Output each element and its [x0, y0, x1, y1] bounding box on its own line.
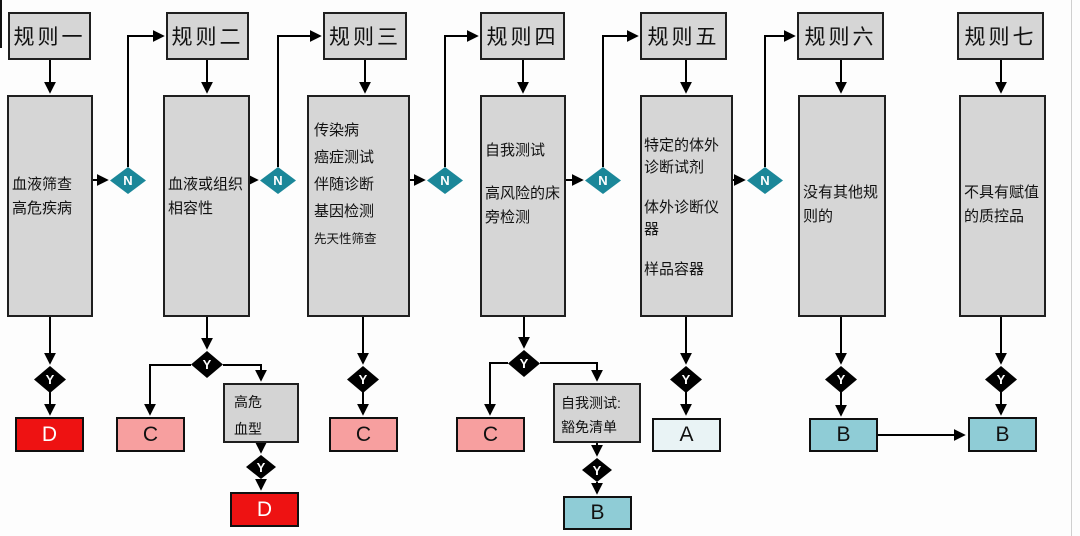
rule5-criteria-line: 体外诊断仪器 — [644, 199, 720, 238]
rule5-criteria-line: 特定的体外诊断试剂 — [644, 137, 720, 176]
rule4-no-diamond: N — [585, 167, 621, 194]
rule2-criteria-line: 相容性 — [168, 200, 214, 217]
rule1-criteria-line: 血液筛查 — [12, 176, 73, 193]
rule3-header: 规则三 — [323, 12, 407, 60]
rule7-criteria-box: 不具有赋值的质控品 — [959, 95, 1046, 317]
rule7-yes-diamond: Y — [985, 366, 1017, 393]
rule5-header: 规则五 — [640, 12, 727, 60]
rule4-subcondition-line: 豁免清单 — [561, 419, 617, 435]
rule2-criteria-line: 血液或组织 — [168, 176, 244, 193]
rule3-result-class-c: C — [329, 417, 398, 452]
rule6-criteria-line: 没有其他规则的 — [803, 184, 879, 225]
rule3-yes-diamond: Y — [347, 366, 379, 393]
rule3-criteria-line: 先天性筛查 — [314, 232, 377, 246]
rule2-subcondition-box: 高危 血型 — [223, 383, 299, 443]
rule6-header: 规则六 — [797, 12, 884, 60]
rule5-yes-diamond: Y — [670, 366, 702, 393]
rule4-criteria-line: 自我测试 — [485, 142, 546, 159]
rule1-criteria-box: 血液筛查 高危疾病 — [7, 95, 93, 317]
rule3-criteria-box: 传染病 癌症测试 伴随诊断 基因检测 先天性筛查 — [307, 95, 410, 317]
frame-edge-right — [1071, 0, 1072, 536]
rule5-no-diamond: N — [747, 167, 783, 194]
rule6-criteria-box: 没有其他规则的 — [798, 95, 886, 317]
rule1-criteria-line: 高危疾病 — [12, 200, 73, 217]
rule4-yes-diamond: Y — [508, 350, 540, 377]
rule4-criteria-line: 高风险的床旁检测 — [485, 185, 561, 226]
frame-edge-left — [0, 0, 2, 48]
rule4-sub-result-class-b: B — [563, 496, 632, 530]
rule2-result-class-c: C — [116, 417, 185, 452]
rule1-header: 规则一 — [8, 12, 91, 60]
rule4-subcondition-line: 自我测试: — [561, 395, 621, 411]
rule2-no-diamond: N — [260, 167, 296, 194]
rule6-result-class-b: B — [809, 418, 878, 452]
rule7-criteria-line: 不具有赋值的质控品 — [964, 184, 1040, 225]
rule1-no-diamond: N — [110, 167, 146, 194]
rule2-header: 规则二 — [166, 12, 249, 60]
rule1-yes-diamond: Y — [34, 366, 66, 393]
rule6-yes-diamond: Y — [825, 366, 857, 393]
rule2-subcondition-line: 血型 — [234, 421, 262, 437]
rule4-sub-yes-diamond: Y — [582, 458, 612, 482]
rule5-criteria-line: 样品容器 — [644, 261, 705, 278]
rule3-criteria-line: 伴随诊断 — [314, 176, 375, 193]
rule5-result-class-a: A — [652, 418, 721, 452]
rule1-result-class-d: D — [15, 417, 84, 452]
rule4-subcondition-box: 自我测试: 豁免清单 — [553, 383, 641, 443]
rule4-criteria-box: 自我测试 高风险的床旁检测 — [480, 95, 566, 317]
rule3-criteria-line: 传染病 — [314, 122, 360, 139]
rule4-header: 规则四 — [480, 12, 565, 60]
rule2-sub-result-class-d: D — [230, 492, 299, 527]
rule2-criteria-box: 血液或组织 相容性 — [163, 95, 250, 317]
rule3-no-diamond: N — [427, 167, 463, 194]
rule2-sub-yes-diamond: Y — [246, 455, 276, 479]
rule7-header: 规则七 — [957, 12, 1044, 60]
rule5-criteria-box: 特定的体外诊断试剂 体外诊断仪器 样品容器 — [640, 95, 733, 317]
rule3-criteria-line: 癌症测试 — [314, 149, 375, 166]
rule2-subcondition-line: 高危 — [234, 394, 262, 410]
rule3-criteria-line: 基因检测 — [314, 203, 375, 220]
rule7-result-class-b: B — [968, 417, 1037, 452]
rule2-yes-diamond: Y — [191, 351, 223, 378]
rule4-result-class-c: C — [456, 417, 525, 452]
